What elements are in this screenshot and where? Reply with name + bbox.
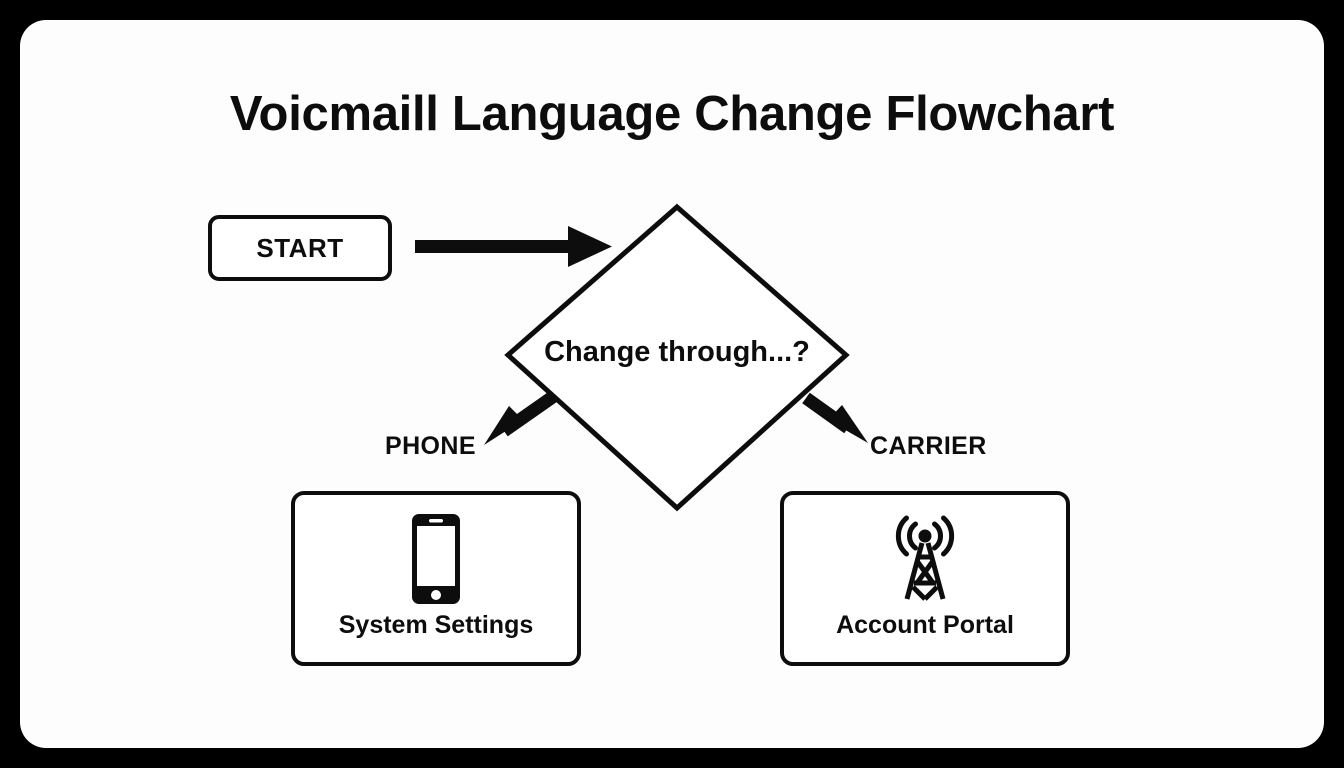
branch-label-carrier: CARRIER (870, 432, 987, 460)
page-title: Voicmaill Language Change Flowchart (229, 87, 1115, 141)
flow-connectors-layer (415, 203, 868, 512)
flow-node-account-portal[interactable]: Account Portal (780, 491, 1070, 666)
connector-start-to-decision (415, 226, 612, 267)
connector-decision-to-phone (484, 390, 558, 445)
connector-decision-to-carrier (802, 392, 868, 443)
flow-node-start[interactable]: START (208, 215, 392, 281)
flow-node-decision-shape[interactable] (504, 203, 850, 512)
smartphone-icon (295, 513, 577, 605)
flow-node-start-label: START (256, 232, 344, 263)
flow-node-decision-label: Change through...? (544, 336, 810, 368)
cell-tower-icon (784, 513, 1066, 605)
flow-node-account-portal-label: Account Portal (836, 611, 1014, 639)
flowchart-canvas: Voicmaill Language Change Flowchart STAR… (20, 20, 1324, 748)
branch-label-phone: PHONE (385, 432, 476, 460)
flow-node-system-settings-label: System Settings (338, 611, 534, 639)
flow-node-system-settings[interactable]: System Settings (291, 491, 581, 666)
